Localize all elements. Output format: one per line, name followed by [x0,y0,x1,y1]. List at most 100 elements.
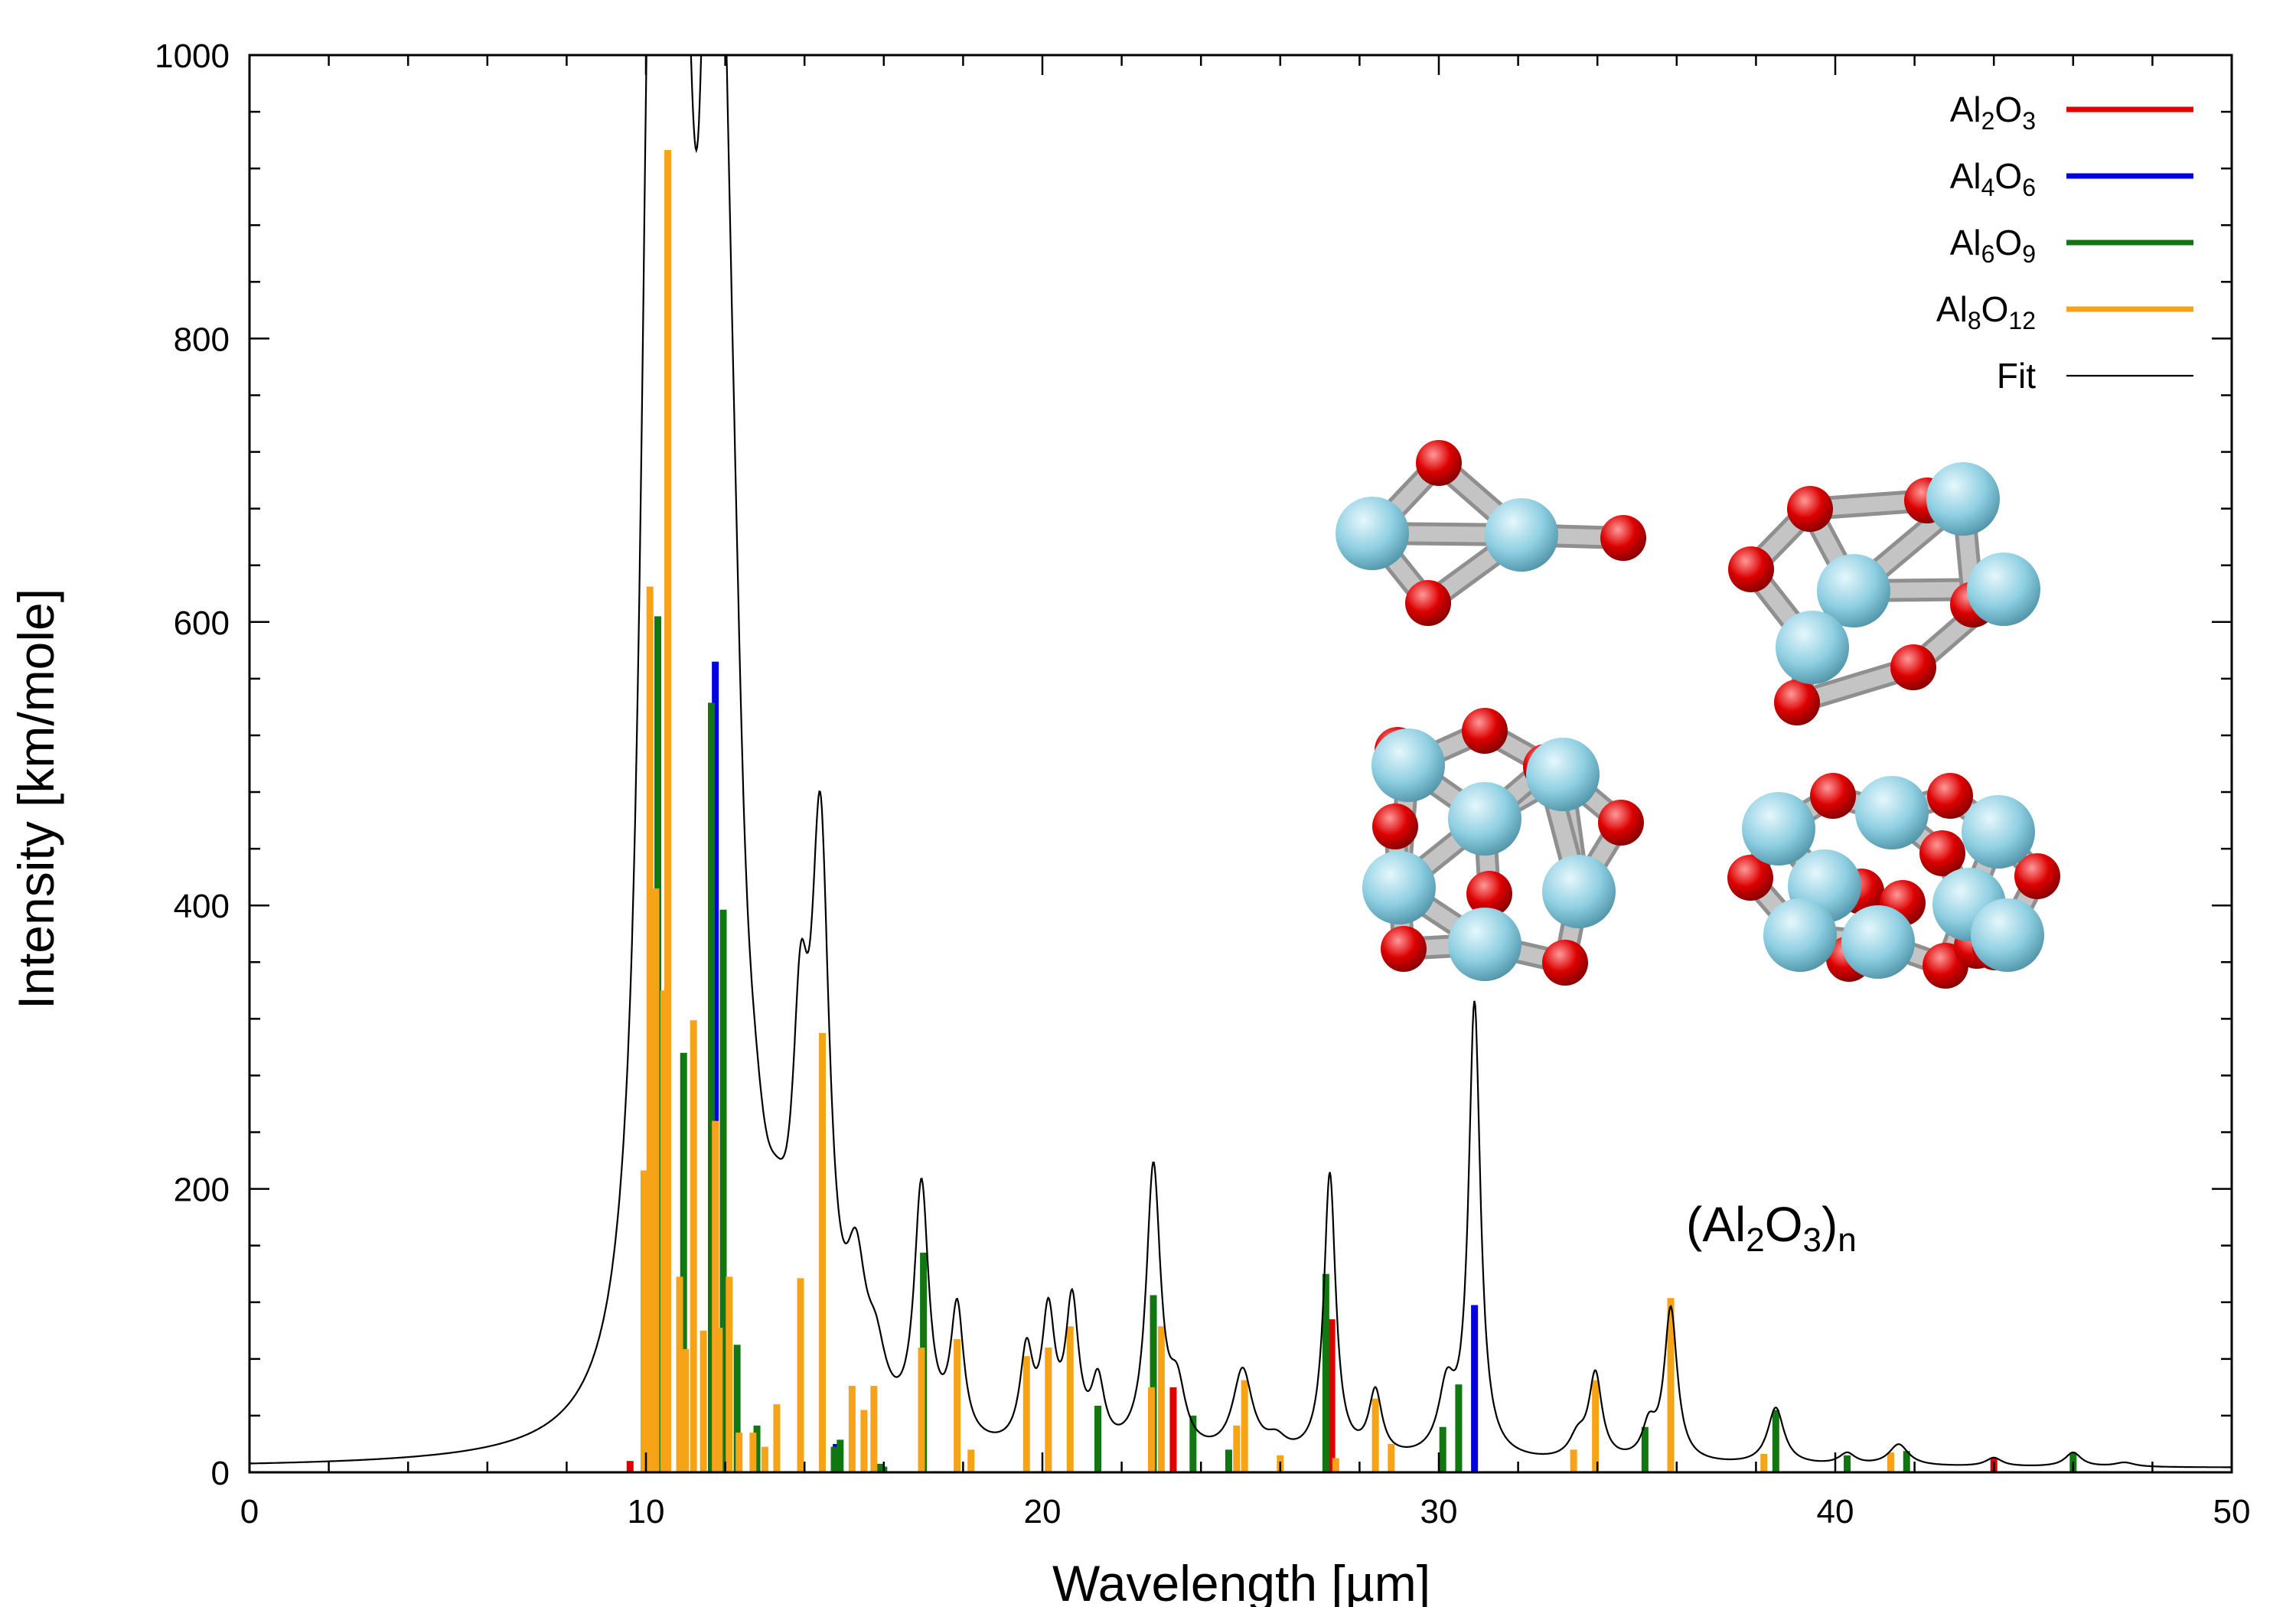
bar-al6o9 [733,1345,741,1472]
oxygen-atom [1381,926,1427,972]
x-tick-label: 40 [1817,1493,1854,1530]
aluminum-atom [1926,462,2000,536]
aluminum-atom [1855,776,1929,849]
aluminum-atom [1962,795,2035,869]
bar-al6o9 [1641,1426,1649,1472]
y-tick-label: 1000 [155,37,230,75]
structure-al8o12 [1727,773,2060,989]
bar-al8o12 [726,1276,733,1472]
x-tick-label: 20 [1024,1493,1062,1530]
x-axis-title: Wavelength [µm] [1052,1555,1430,1607]
oxygen-atom [1727,855,1773,901]
bar-al8o12 [640,1170,647,1472]
x-tick-label: 10 [628,1493,665,1530]
aluminum-atom [1485,498,1558,572]
aluminum-atom [1371,729,1445,802]
bar-al6o9 [837,1439,844,1472]
aluminum-atom [1362,851,1436,924]
x-tick-label: 50 [2213,1493,2251,1530]
bar-al8o12 [773,1404,781,1472]
bar-al6o9 [1322,1273,1329,1472]
bar-al8o12 [1592,1380,1600,1472]
structure-al4o6 [1728,462,2040,725]
bar-al8o12 [1157,1326,1165,1472]
bar-al8o12 [682,1348,690,1472]
aluminum-atom [1841,905,1915,979]
y-tick-label: 600 [174,605,230,642]
bar-al8o12 [797,1278,804,1472]
bar-al8o12 [749,1433,757,1472]
structure-al6o9 [1362,708,1644,986]
bar-al6o9 [719,909,727,1472]
bar-al8o12 [676,1276,683,1472]
y-tick-label: 200 [174,1172,230,1209]
oxygen-atom [1810,773,1856,819]
bar-al8o12 [967,1449,975,1472]
bar-al8o12 [1241,1380,1248,1472]
legend-label-al6o9: Al6O9 [1950,223,2036,268]
legend-label-fit: Fit [1997,356,2036,396]
formula-annotation: (Al2O3)n [1686,1197,1857,1259]
bar-al8o12 [848,1386,856,1472]
bar-al6o9 [1772,1410,1779,1472]
oxygen-atom [2014,853,2060,899]
bar-al6o9 [1094,1405,1102,1472]
bar-al8o12 [660,990,667,1472]
oxygen-atom [1405,580,1451,626]
axis-ticks [248,54,2233,1474]
bar-al8o12 [646,586,654,1472]
plot-frame [248,54,2233,1474]
bar-al8o12 [1887,1452,1895,1472]
bar-al6o9 [1150,1295,1157,1472]
aluminum-atom [1336,497,1409,570]
bar-al2o3 [626,1461,634,1472]
bar-al8o12 [954,1338,961,1472]
aluminum-atom [1971,898,2044,972]
bar-al8o12 [700,1330,707,1472]
oxygen-atom [1598,800,1644,846]
bar-al8o12 [1667,1298,1675,1472]
oxygen-atom [1890,644,1936,690]
bar-al4o6 [712,661,719,1472]
aluminum-atom [1448,908,1521,981]
oxygen-atom [1372,804,1418,849]
bars-layer [626,150,2077,1473]
bar-al6o9 [680,1052,687,1472]
fit-curve [249,55,2232,1468]
oxygen-atom [1919,830,1965,876]
bar-al6o9 [1439,1426,1446,1472]
aluminum-atom [1776,611,1849,684]
aluminum-atom [1448,782,1521,856]
bar-al8o12 [761,1446,768,1472]
fit-curve-layer [249,55,2232,1468]
y-tick-label: 800 [174,321,230,358]
legend-label-al8o12: Al8O12 [1936,289,2036,334]
bar-al8o12 [1388,1443,1395,1472]
bar-al8o12 [860,1410,868,1472]
oxygen-atom [1728,546,1774,592]
bar-al8o12 [712,1120,719,1472]
bar-al6o9 [1903,1451,1910,1472]
bar-al6o9 [707,702,715,1472]
bar-al8o12 [1045,1348,1052,1472]
y-axis-title: Intensity [km/mole] [8,588,64,1009]
legend-label-al2o3: Al2O3 [1950,90,2036,135]
aluminum-atom [1817,554,1890,627]
aluminum-atom [1742,792,1815,865]
bar-al6o9 [1844,1455,1851,1472]
bar-al6o9 [1189,1415,1197,1472]
bar-al8o12 [918,1348,925,1472]
legend-label-al4o6: Al4O6 [1950,156,2036,201]
y-tick-label: 400 [174,888,230,925]
bar-al8o12 [1233,1425,1241,1472]
oxygen-atom [1774,680,1820,725]
bar-al8o12 [1147,1387,1155,1472]
bar-al8o12 [1332,1458,1339,1472]
bar-al6o9 [753,1425,761,1472]
bar-al8o12 [652,888,660,1472]
bar-al6o9 [1455,1384,1463,1472]
x-tick-label: 30 [1420,1493,1458,1530]
bar-al2o3 [1169,1387,1177,1472]
bar-al6o9 [830,1446,838,1472]
